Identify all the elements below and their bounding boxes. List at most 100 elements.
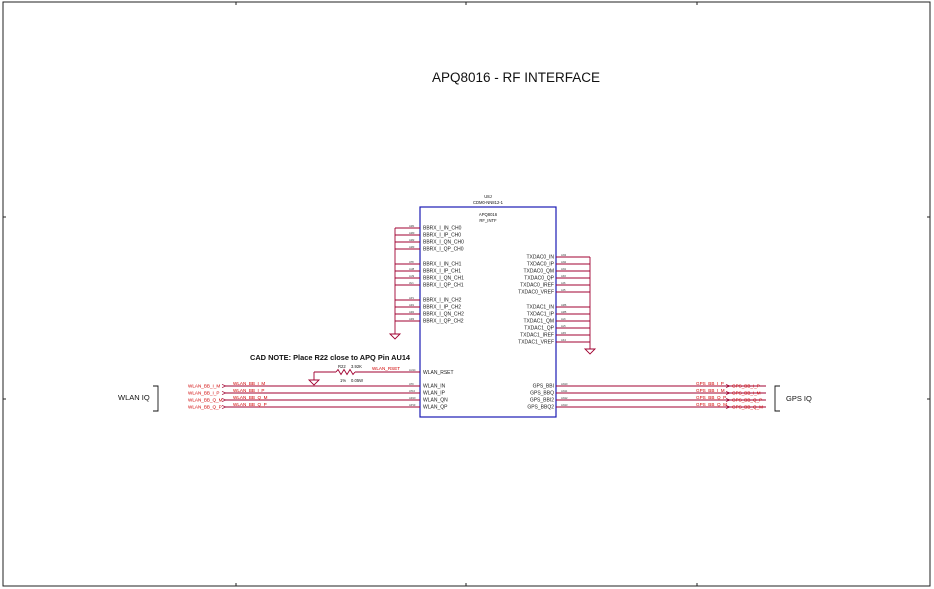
pin-number: AJ5 [561, 288, 566, 292]
resistor-value: 3.92K [351, 364, 362, 369]
port-arrow-icon [725, 398, 731, 402]
wlan-bracket [153, 385, 159, 412]
pin-number: AN3 [561, 253, 567, 257]
pin-label: BBRX_I_QN_CH1 [423, 276, 464, 282]
pin-number: AT9 [409, 382, 414, 386]
port-arrow-icon [725, 384, 731, 388]
gps-port-label: GPS_BB_Q_M [732, 405, 763, 410]
pin-label: TXDAC0_QP [524, 276, 554, 282]
gps-bracket [774, 385, 780, 412]
gps-port-label: GPS_BB_I_M [732, 391, 761, 396]
pin-number: AN11 [561, 389, 568, 393]
pin-number: AT10 [409, 389, 416, 393]
pin-label: BBRX_I_IN_CH1 [423, 262, 462, 268]
gps-port-label: GPS_BB_Q_P [732, 398, 762, 403]
port-arrow-icon [221, 398, 227, 402]
pin-label: GPS_BBI [533, 384, 554, 390]
pin-number: AN13 [561, 403, 568, 407]
wlan-port-label: WLAN_BB_Q_P [188, 405, 222, 410]
gps-net-label: GPS_BB_I_P [696, 381, 724, 386]
pin-number: AM6 [561, 303, 567, 307]
wlan-iq-label: WLAN IQ [118, 393, 150, 402]
pin-number: AK6 [561, 274, 566, 278]
pin-number: AJ6 [561, 281, 566, 285]
pin-number: AM0 [409, 231, 415, 235]
rset-pin-label: WLAN_RSET [423, 370, 454, 376]
ground-symbol [307, 379, 321, 386]
port-arrow-icon [221, 384, 227, 388]
pin-label: WLAN_IP [423, 391, 446, 397]
sheet-title: APQ8016 - RF INTERFACE [432, 70, 600, 85]
pin-number: AN1 [561, 267, 567, 271]
pin-number: AN12 [561, 396, 568, 400]
pin-number: AP1 [409, 296, 414, 300]
pin-label: BBRX_I_QN_CH2 [423, 312, 464, 318]
rset-network: CAD NOTE: Place R22 close to APQ Pin AU1… [250, 353, 454, 386]
pin-number: AU8 [409, 267, 415, 271]
pin-number: AP10 [409, 403, 416, 407]
gps-net-label: GPS_BB_I_M [696, 388, 725, 393]
pin-label: TXDAC1_QM [523, 319, 554, 325]
rset-net-label: WLAN_RSET [372, 366, 400, 371]
wlan-port-label: WLAN_BB_I_M [188, 384, 220, 389]
pin-label: WLAN_IN [423, 384, 446, 390]
pin-label: BBRX_I_IP_CH1 [423, 269, 461, 275]
wlan-port-label: WLAN_BB_I_P [188, 391, 219, 396]
component-sub: RF_INTF [479, 218, 497, 223]
ground-symbol [388, 333, 402, 340]
gps-port-label: GPS_BB_I_P [732, 384, 760, 389]
gps-iq-label: GPS IQ [786, 394, 812, 403]
wlan-net-label: WLAN_BB_I_M [233, 381, 265, 386]
port-arrow-icon [725, 405, 731, 409]
pin-label: GPS_BBQ [530, 391, 554, 397]
pin-number: AT8 [409, 260, 414, 264]
pin-label: BBRX_I_QP_CH0 [423, 247, 464, 253]
pin-label: TXDAC1_IN [526, 305, 554, 311]
wlan-net-label: WLAN_BB_I_P [233, 388, 264, 393]
wlan-net-label: WLAN_BB_Q_M [233, 395, 268, 400]
resistor-r22 [335, 368, 356, 376]
pin-label: BBRX_I_IN_CH0 [423, 226, 462, 232]
pin-number: AM1 [409, 224, 415, 228]
resistor-ref: R22 [338, 364, 346, 369]
pin-label: BBRX_I_QP_CH1 [423, 283, 464, 289]
pin-label: TXDAC0_IP [527, 262, 555, 268]
pin-number: AL6 [561, 317, 566, 321]
pin-number: AN2 [561, 260, 567, 264]
gps-net-label: GPS_BB_Q_P [696, 395, 726, 400]
pin-label: TXDAC0_IREF [520, 283, 554, 289]
pin-label: TXDAC0_VREF [518, 290, 554, 296]
pin-number: AR2 [409, 310, 415, 314]
resistor-power: 0.05W [351, 378, 363, 383]
pin-label: GPS_BBI2 [530, 398, 554, 404]
pin-number: AN10 [561, 382, 568, 386]
pin-number: AM5 [561, 310, 567, 314]
component-part: CDM0-NN812-1 [473, 200, 504, 205]
pin-label: BBRX_I_QN_CH0 [423, 240, 464, 246]
pin-label: BBRX_I_QP_CH2 [423, 319, 464, 325]
pin-label: GPS_BBQ2 [527, 405, 554, 411]
pin-number: AK5 [561, 331, 566, 335]
ic-body [419, 206, 557, 418]
pin-label: TXDAC0_IN [526, 255, 554, 261]
pin-label: TXDAC1_IREF [520, 333, 554, 339]
pin-label: TXDAC0_QM [523, 269, 554, 275]
pin-number: AK4 [561, 338, 566, 342]
gps-net-label: GPS_BB_Q_M [696, 402, 727, 407]
pin-number: AR1 [409, 303, 415, 307]
wlan-port-label: WLAN_BB_Q_M [188, 398, 223, 403]
pin-label: TXDAC1_IP [527, 312, 555, 318]
resistor-tol: 1% [340, 378, 346, 383]
cad-note: CAD NOTE: Place R22 close to APQ Pin AU1… [250, 353, 411, 362]
pin-number: AR3 [409, 317, 415, 321]
pin-label: WLAN_QN [423, 398, 448, 404]
component-ref: U8J [484, 194, 491, 199]
port-arrow-icon [725, 391, 731, 395]
pin-number: AR10 [409, 396, 416, 400]
pin-number: AV1 [409, 281, 414, 285]
